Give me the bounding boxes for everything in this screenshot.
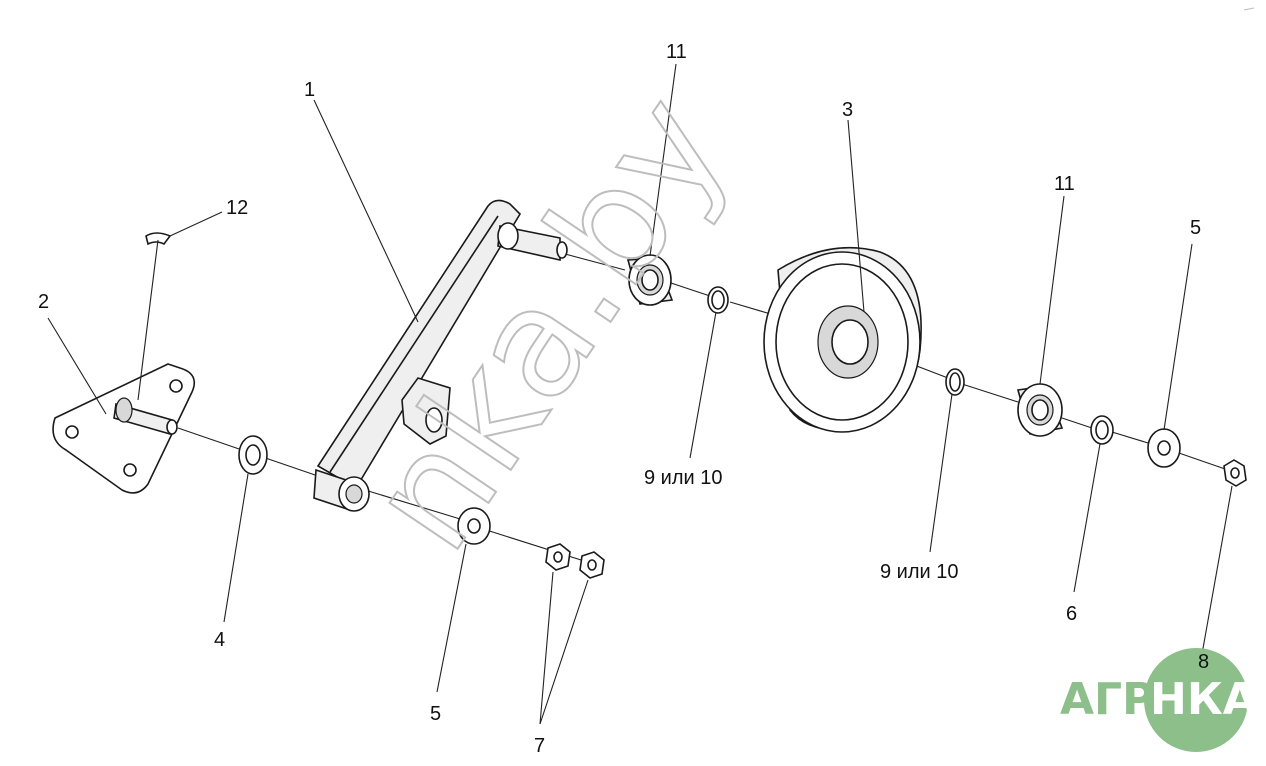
logo-text-right: НКА [1150, 674, 1257, 725]
logo-circle [1144, 648, 1248, 752]
label-3: 3 [842, 99, 853, 121]
part-6-ring [1090, 415, 1114, 445]
part-8-castle-nut [1223, 459, 1247, 487]
label-6: 6 [1066, 603, 1077, 625]
part-labels: 1 2 3 4 5 5 6 7 9 или 10 9 или 10 11 11 … [38, 41, 1201, 757]
axis-lines [177, 253, 1229, 567]
watermark: nka.by [335, 65, 762, 581]
part-12-pin [137, 232, 172, 401]
label-11-right: 11 [1054, 173, 1075, 195]
label-5-right: 5 [1190, 217, 1201, 239]
label-2: 2 [38, 291, 49, 313]
part-1-arm [313, 199, 568, 512]
part-5-washer-right [1147, 428, 1181, 468]
logo-text-left: АГРО [1060, 674, 1192, 725]
label-5-left: 5 [430, 703, 441, 725]
part-3-pulley [763, 246, 922, 433]
label-9-or-10-right: 9 или 10 [880, 561, 959, 583]
agronka-logo: АГРО НКА 8 [1060, 648, 1257, 752]
part-7-nuts [545, 543, 605, 579]
part-9-10-ring-right [945, 368, 965, 396]
watermark-text: nka.by [336, 66, 761, 580]
part-4-washer [238, 435, 268, 475]
part-11-bearing-left [626, 254, 674, 306]
part-11-bearing-right [1016, 383, 1064, 437]
label-12: 12 [226, 197, 248, 219]
label-11-left: 11 [666, 41, 687, 63]
label-1: 1 [304, 79, 315, 101]
part-2-plate [52, 363, 196, 494]
label-8: 8 [1198, 651, 1209, 673]
part-9-10-ring-left [707, 286, 729, 314]
label-4: 4 [214, 629, 225, 651]
leader-lines [47, 63, 1233, 725]
label-7: 7 [534, 735, 545, 757]
part-5-washer-left [457, 507, 491, 545]
label-9-or-10-left: 9 или 10 [644, 467, 723, 489]
corner-mark [1243, 7, 1255, 11]
